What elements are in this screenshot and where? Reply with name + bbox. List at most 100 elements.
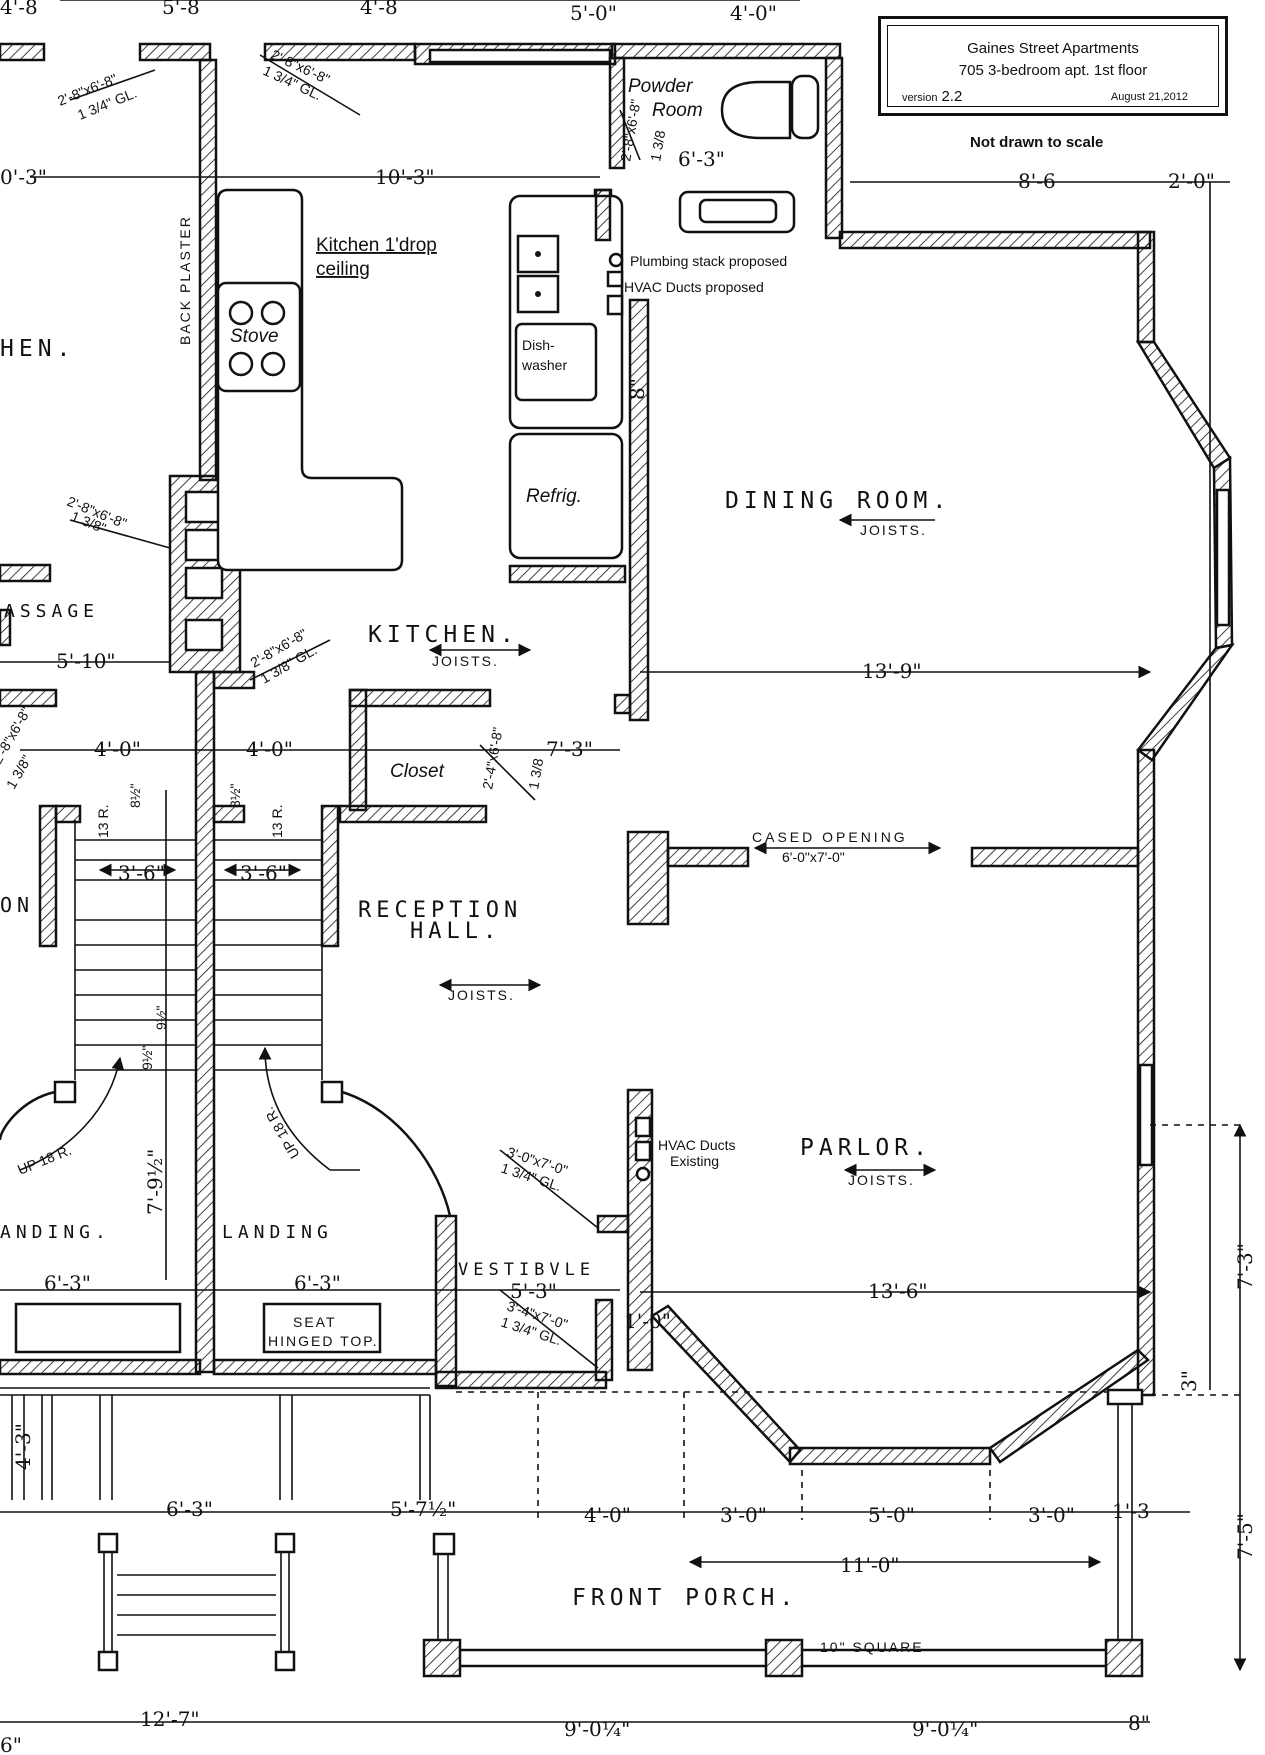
dim-top-5: 4'-0"	[730, 1, 777, 25]
dim-6-3-c: 6'-3"	[166, 1497, 213, 1521]
dim-5-0: 5'-0"	[868, 1503, 915, 1527]
drawing-date: August 21,2012	[1110, 91, 1188, 103]
dim-3-6-b: 3'-6"	[240, 861, 287, 885]
dim-12-7: 12'-7"	[140, 1707, 200, 1731]
scale-note: Not drawn to scale	[970, 134, 1104, 151]
door-note-5b: 1 3/8"	[3, 752, 35, 791]
dim-1-0: 1'-0"	[624, 1309, 671, 1333]
dim-3-right: 3"	[1177, 1370, 1201, 1392]
kitchen-left-label: HEN.	[0, 336, 75, 362]
door-note-6: 2'-4"x6'-8"	[479, 726, 506, 791]
front-porch	[0, 1387, 1144, 1678]
kitchen-note-1: Kitchen 1'drop	[316, 235, 437, 256]
closet-label: Closet	[390, 761, 445, 782]
dim-5-10: 5'-10"	[56, 649, 116, 673]
dishwasher	[514, 322, 598, 402]
dim-8-small: 8"	[625, 378, 649, 400]
version-label: version	[902, 92, 938, 104]
dim-top-1: 4'-8	[0, 0, 38, 19]
dim-8: 8"	[1128, 1711, 1150, 1735]
hvac-existing-note-2: Existing	[670, 1153, 719, 1169]
dim-13-6: 13'-6"	[868, 1279, 928, 1303]
room-left-label: ON	[0, 893, 34, 917]
riser-13-b: 13 R.	[269, 805, 285, 838]
dim-7-3-right: 7'-3"	[1233, 1243, 1257, 1290]
hvac-existing-a	[634, 1116, 652, 1138]
powder-label-2: Room	[652, 100, 703, 121]
dim-11-0: 11'-0"	[840, 1553, 900, 1577]
dim-7-5-right: 7'-5"	[1233, 1513, 1257, 1560]
vestibule-label: VESTIBVLE	[458, 1260, 595, 1280]
seat-label-1: SEAT	[293, 1314, 337, 1330]
dim-6-3-b: 6'-3"	[294, 1271, 341, 1295]
riser-13-a: 13 R.	[95, 805, 111, 838]
plumbing-note: Plumbing stack proposed	[630, 253, 787, 269]
dim-3-0-a: 3'-0"	[720, 1503, 767, 1527]
hall-label: HALL.	[410, 919, 501, 944]
refrig-label: Refrig.	[526, 486, 582, 507]
dim-0-3: 0'-3"	[0, 165, 47, 189]
dishwasher-label-1: Dish-	[522, 337, 555, 353]
dining-window	[1215, 488, 1231, 627]
reception-label: RECEPTION	[358, 898, 522, 923]
front-porch-label: FRONT PORCH.	[572, 1585, 798, 1611]
dim-4-0-c: 4'-0"	[584, 1503, 631, 1527]
dim-top-4: 5'-0"	[570, 1, 617, 25]
dim-4-3: 4'-3"	[11, 1423, 35, 1470]
hvac-existing-note-1: HVAC Ducts	[658, 1137, 736, 1153]
up-label-left: UP 18 R.	[15, 1142, 73, 1178]
riser-height-2: 8½"	[227, 784, 243, 808]
hvac-existing-b	[634, 1140, 652, 1162]
dim-5-7: 5'-7½"	[390, 1497, 456, 1521]
dim-2-0: 2'-0"	[1168, 169, 1215, 193]
kitchen-fixtures	[216, 188, 627, 584]
dim-4-0-a: 4'-0"	[94, 737, 141, 761]
hvac-existing-c	[635, 1166, 651, 1182]
up-label-right: UP 18 R.	[260, 1105, 302, 1162]
dim-top-3: 4'-8	[360, 0, 398, 19]
riser-height-3: 9½"	[139, 1046, 155, 1070]
hvac-proposed-note: HVAC Ducts proposed	[624, 279, 764, 295]
riser-height-1: 8½"	[127, 784, 143, 808]
door-note-6b: 1 3/8	[525, 757, 546, 791]
dishwasher-label-2: washer	[521, 357, 567, 373]
project-name: Gaines Street Apartments	[967, 40, 1139, 57]
dim-1-3: 1'-3	[1112, 1499, 1150, 1523]
dim-6-bottom: 6"	[0, 1733, 22, 1755]
powder-room-fixtures	[678, 74, 820, 234]
dim-7-9: 7'-9½"	[143, 1149, 167, 1215]
powder-label-1: Powder	[628, 76, 693, 97]
back-plaster-label: BACK PLASTER	[177, 215, 193, 345]
version-number: 2.2	[941, 88, 963, 105]
title-block: Gaines Street Apartments 705 3-bedroom a…	[878, 16, 1228, 116]
joists-dining: JOISTS.	[860, 522, 927, 538]
parlor-window	[1138, 1063, 1154, 1167]
door-note-9b: 1 3/8	[647, 129, 668, 163]
dim-5-3: 5'-3"	[510, 1279, 557, 1303]
left-seat	[14, 1302, 182, 1354]
cased-opening-label: CASED OPENING	[752, 829, 908, 845]
landing-right-label: LANDING	[222, 1222, 333, 1243]
kitchen-label: KITCHEN.	[368, 622, 519, 648]
passage-label: ASSAGE	[4, 601, 99, 622]
kitchen-note-2: ceiling	[316, 259, 370, 280]
stove-label: Stove	[230, 326, 279, 347]
dim-9-0-b: 9'-0¼"	[912, 1717, 978, 1741]
seat-hinged-top	[262, 1302, 382, 1354]
joists-parlor: JOISTS.	[848, 1172, 915, 1188]
dim-6-3-powder: 6'-3"	[678, 147, 725, 171]
dim-4-0-b: 4'-0"	[246, 737, 293, 761]
dim-6-3-a: 6'-3"	[44, 1271, 91, 1295]
dining-room-label: DINING ROOM.	[725, 488, 951, 514]
project-description: 705 3-bedroom apt. 1st floor	[958, 62, 1148, 79]
square-label: 10" SQUARE	[820, 1639, 924, 1655]
parlor-label: PARLOR.	[800, 1135, 932, 1161]
dim-3-6-a: 3'-6"	[118, 861, 165, 885]
landing-left-label: ANDING.	[0, 1222, 111, 1243]
dim-10-3: 10'-3"	[375, 165, 435, 189]
dim-top-2: 5'-8	[162, 0, 200, 19]
stairs	[0, 820, 452, 1217]
joists-kitchen: JOISTS.	[432, 653, 499, 669]
